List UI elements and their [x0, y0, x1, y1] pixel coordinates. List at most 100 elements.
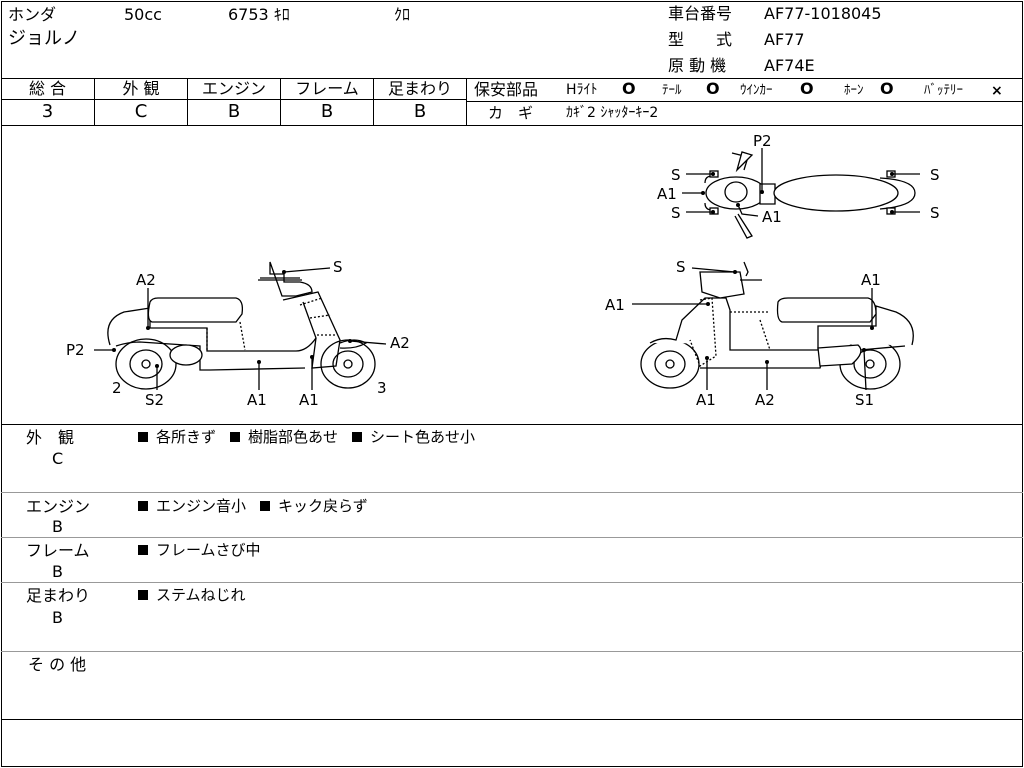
grade-table-top-rule — [1, 78, 1023, 79]
bullet-square — [138, 432, 148, 442]
engine-label: 原 動 機 — [668, 56, 727, 75]
grade-header-suspension: 足まわり — [387, 79, 452, 98]
frame-number-label: 車台番号 — [668, 4, 733, 23]
safety-mark-battery: × — [991, 83, 1003, 99]
bullet-square — [138, 545, 148, 555]
scooter-damage-diagram: P2 S A1 S A1 S S S A2 P2 A2 2 3 S2 A1 A1… — [66, 132, 940, 409]
right-view-label-a1: A1 — [605, 296, 625, 314]
comment-row-rule — [1, 492, 1023, 493]
top-view-label-a1: A1 — [762, 208, 782, 226]
bullet-square — [260, 501, 271, 511]
grade-suspension: B — [413, 101, 427, 122]
right-side-scooter — [640, 261, 914, 390]
comment-label-other: そ の 他 — [28, 655, 87, 674]
type-value: AF77 — [764, 30, 805, 49]
model-name: ジョルノ — [8, 28, 80, 49]
bullet-square — [230, 432, 241, 442]
leader-lines — [94, 148, 920, 391]
key-value: ｶｷﾞ2 ｼｬｯﾀｰｷｰ2 — [566, 105, 659, 121]
mileage: 6753 ｷﾛ — [228, 5, 290, 24]
left-view-label-s2: S2 — [145, 391, 164, 409]
top-view-label-s: S — [930, 166, 940, 184]
safety-item-headlight: Hﾗｲﾄ — [566, 82, 598, 98]
grade-header-overall: 総 合 — [28, 79, 67, 98]
top-view-scooter — [704, 151, 916, 239]
comment-item: シート色あせ小 — [370, 428, 476, 446]
safety-mark-winker: O — [800, 79, 814, 98]
top-view-label-s: S — [671, 204, 681, 222]
top-view-label-p2: P2 — [753, 132, 772, 150]
right-view-label-a1: A1 — [696, 391, 716, 409]
comment-bottom-rule — [1, 719, 1023, 720]
right-view-label-s1: S1 — [855, 391, 874, 409]
right-view-label-s: S — [676, 258, 686, 276]
comment-item: エンジン音小 — [156, 497, 247, 515]
damage-points — [112, 172, 894, 368]
grade-divider — [373, 78, 374, 125]
right-view-label-a1: A1 — [861, 271, 881, 289]
left-view-label-a2: A2 — [136, 271, 156, 289]
displacement: 50cc — [124, 5, 162, 24]
grade-divider — [466, 78, 467, 125]
color: ｸﾛ — [394, 5, 411, 24]
safety-item-tail: ﾃｰﾙ — [662, 83, 682, 98]
safety-item-battery: ﾊﾞｯﾃﾘｰ — [924, 83, 963, 98]
left-view-label-2: 2 — [112, 379, 122, 397]
left-side-scooter — [107, 261, 376, 390]
grade-exterior: C — [134, 101, 148, 122]
comment-row-rule — [1, 651, 1023, 652]
comment-grade-exterior: C — [52, 449, 64, 468]
comment-items-engine: エンジン音小 キック戻らず — [138, 499, 382, 514]
comment-item: 各所きず — [156, 428, 217, 446]
left-view-label-3: 3 — [377, 379, 387, 397]
diagram-bottom-rule — [1, 424, 1023, 425]
grade-header-frame: フレーム — [295, 79, 359, 98]
bullet-square — [138, 501, 148, 511]
engine-value: AF74E — [764, 56, 815, 75]
top-view-label-s: S — [930, 204, 940, 222]
grade-header-exterior: 外 観 — [122, 79, 160, 98]
comment-items-exterior: 各所きず 樹脂部色あせ シート色あせ小 — [138, 430, 489, 445]
frame-number: AF77-1018045 — [764, 4, 882, 23]
grade-frame: B — [320, 101, 334, 122]
safety-label: 保安部品 — [474, 80, 539, 99]
maker: ホンダ — [8, 5, 57, 24]
comment-item: キック戻らず — [278, 497, 368, 515]
comment-item: ステムねじれ — [156, 586, 246, 604]
comment-label-exterior: 外 観 — [26, 428, 75, 447]
safety-item-winker: ｳｲﾝｶｰ — [740, 83, 773, 98]
comment-grade-frame: B — [52, 562, 63, 581]
grade-overall: 3 — [41, 101, 54, 122]
comment-label-engine: エンジン — [26, 497, 91, 516]
grade-table-mid-rule — [1, 99, 467, 100]
comment-grade-suspension: B — [52, 608, 63, 627]
comment-grade-engine: B — [52, 517, 63, 536]
comment-label-suspension: 足まわり — [26, 586, 91, 605]
grade-engine: B — [227, 101, 241, 122]
bullet-square — [138, 590, 148, 600]
left-view-label-a1: A1 — [299, 391, 319, 409]
comment-row-rule — [1, 537, 1023, 538]
comment-item: 樹脂部色あせ — [248, 428, 339, 446]
left-view-label-s: S — [333, 258, 343, 276]
comment-items-frame: フレームさび中 — [138, 543, 275, 558]
comment-item: フレームさび中 — [156, 541, 261, 559]
top-view-label-a1: A1 — [657, 185, 677, 203]
safety-mark-horn: O — [880, 79, 894, 98]
top-view-label-s: S — [671, 166, 681, 184]
left-view-label-p2: P2 — [66, 341, 85, 359]
comment-row-rule — [1, 582, 1023, 583]
comment-label-frame: フレーム — [26, 541, 90, 560]
grade-header-engine: エンジン — [201, 79, 266, 98]
safety-mark-headlight: O — [622, 79, 636, 98]
bullet-square — [352, 432, 363, 442]
left-view-label-a2: A2 — [390, 334, 410, 352]
right-view-label-a2: A2 — [755, 391, 775, 409]
comment-items-suspension: ステムねじれ — [138, 588, 260, 603]
type-label: 型 式 — [668, 30, 733, 49]
grade-table-bottom-rule — [1, 125, 1023, 126]
left-view-label-a1: A1 — [247, 391, 267, 409]
grade-divider — [94, 78, 95, 125]
grade-divider — [280, 78, 281, 125]
